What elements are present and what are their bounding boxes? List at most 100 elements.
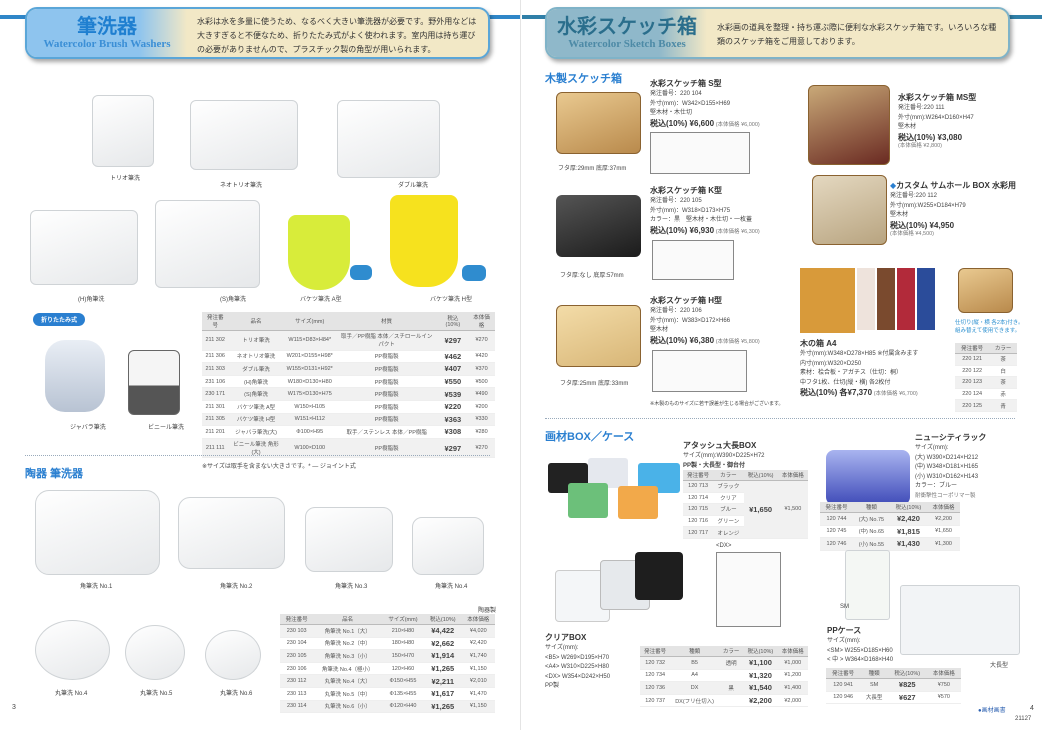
order-code: 発注番号：220 104: [650, 91, 702, 97]
table-cell: 231 106: [202, 375, 229, 389]
table-cell: ¥330: [468, 413, 495, 427]
table-row: 120 746(小) No.55¥1,430¥1,300: [820, 537, 960, 551]
product-name: ◆カスタム サムホール BOX 水彩用: [890, 180, 1016, 192]
clear-box-diagram: [716, 552, 781, 627]
table-cell: PP樹脂製: [335, 413, 438, 427]
page-gutter: [520, 0, 521, 730]
table-cell: ¥539: [437, 387, 469, 401]
section-divider: [545, 418, 1015, 419]
a4-box-open-image: [958, 268, 1013, 313]
size-mid: < 中 > W364×D168×H40: [827, 657, 894, 663]
sketch-box-h-image: [556, 305, 641, 367]
column-header: 本体価格: [777, 646, 808, 657]
table-cell: DX(フリ仕切入): [670, 694, 719, 708]
material: カラー：黒 堅木材・木仕切・一枚蓋: [650, 217, 753, 223]
page-title: 水彩スケッチ箱: [557, 16, 697, 38]
size-small: (小) W310×D162×H143: [915, 473, 979, 480]
box-section-title: 画材BOX／ケース: [545, 431, 635, 443]
table-cell: Φ135×H55: [382, 687, 424, 701]
product-name: 水彩スケッチ箱 K型: [650, 186, 722, 195]
table-cell: W155×D131×H92*: [283, 362, 336, 376]
section-divider: [25, 455, 490, 456]
table-cell: トリオ筆洗: [228, 330, 284, 351]
table-cell: 230 113: [280, 687, 314, 701]
table-cell: ¥270: [468, 330, 495, 351]
custom-box-info: ◆カスタム サムホール BOX 水彩用 発注番号:220 112 外寸(mm):…: [890, 180, 1016, 240]
table-cell: 120 714: [683, 492, 714, 505]
table-cell: 120 744: [820, 512, 853, 526]
table-cell: ¥1,200: [777, 669, 808, 683]
product-label: 角筆洗 No.3: [335, 584, 368, 590]
table-cell: グリーン: [713, 515, 744, 528]
table-cell: Φ100×H95: [283, 425, 336, 439]
table-cell: 白: [989, 365, 1017, 378]
neo-trio-washer-image: [190, 100, 298, 170]
wood-section-title: 木製スケッチ箱: [545, 73, 622, 85]
table-cell: ¥2,662: [423, 637, 462, 651]
price: 税込(10%) ¥4,950: [890, 220, 955, 230]
column-header: 種類: [852, 502, 890, 513]
table-cell: DX: [670, 681, 719, 695]
table-cell: ¥363: [437, 413, 469, 427]
column-header: カラー: [989, 343, 1017, 354]
h-diagram: [652, 350, 747, 392]
product-label: (S)角筆洗: [220, 297, 246, 303]
size-medium: (中) W348×D181×H165: [915, 464, 979, 470]
table-header: 発注番号種類カラー税込(10%)本体価格: [640, 646, 808, 657]
base-price: (本体価格 ¥6,000): [715, 121, 760, 128]
table-cell: ダブル筆洗: [228, 362, 284, 376]
wood-note: ※木製のものサイズに若干誤差が生じる場合がございます。: [650, 401, 784, 407]
table-cell: PP樹脂製: [335, 350, 438, 364]
column-header: 税込(10%): [423, 614, 462, 625]
size: 外寸(mm)：W318×D173×H75: [650, 207, 731, 214]
custom-thumbhole-box-image: [812, 175, 887, 245]
table-cell: (S)角筆洗: [228, 387, 284, 401]
column-header: 発注番号: [640, 646, 671, 657]
sketch-box-s-image: [556, 92, 641, 154]
table-cell: 丸筆洗 No.5（中）: [313, 687, 383, 701]
column-header: 本体価格: [777, 470, 808, 481]
order-code: 発注番号：220 105: [650, 198, 702, 204]
city-rack-info: ニューシティラック サイズ(mm): (大) W390×D214×H212 (中…: [915, 432, 986, 501]
table-cell: ¥750: [926, 678, 961, 692]
size: 外寸(mm):W264×D160×H47: [898, 114, 974, 121]
column-header: 材質: [335, 312, 438, 331]
a4-box-info: 木の箱 A4 外寸(mm):W348×D278×H85 ※付属含みます 内寸(m…: [800, 338, 918, 400]
trio-washer-image: [92, 95, 154, 167]
table-cell: Φ150×H55: [382, 674, 424, 688]
column-header: 種類: [670, 646, 719, 657]
table-header: 発注番号品名サイズ(mm)材質税込(10%)本体価格: [202, 312, 495, 331]
product-name: クリアBOX: [545, 633, 587, 642]
table-row: 120 745(中) No.65¥1,815¥1,650: [820, 525, 960, 539]
table-cell: ビニール筆洗 角形(大): [228, 438, 284, 459]
product-name: PPケース: [827, 626, 862, 635]
product-name: 木の箱 A4: [800, 339, 837, 348]
product-label: 丸筆洗 No.4: [55, 691, 88, 697]
table-cell: ¥308: [437, 425, 469, 439]
size: 外寸(mm)：W342×D155×H69: [650, 100, 731, 107]
table-cell: 角筆洗 No.3（小）: [313, 649, 383, 663]
table-cell: ¥550: [437, 375, 469, 389]
column-header: 本体価格: [461, 614, 495, 625]
size: 外寸(mm):W255×D184×H79: [890, 202, 966, 209]
table-cell: 120 734: [640, 669, 671, 683]
header-description: 水彩画の道具を整理・持ち運ぶ際に便利な水彩スケッチ箱です。いろいろな種類のスケッ…: [717, 23, 997, 46]
table-cell: 120 715: [683, 503, 714, 516]
column-header: 発注番号: [683, 470, 714, 481]
column-header: 税込(10%): [887, 668, 927, 679]
bucket-washer-h-image: [390, 195, 458, 287]
catalog-code: 21127: [1015, 716, 1032, 722]
sketch-box-k-image: [556, 195, 641, 257]
